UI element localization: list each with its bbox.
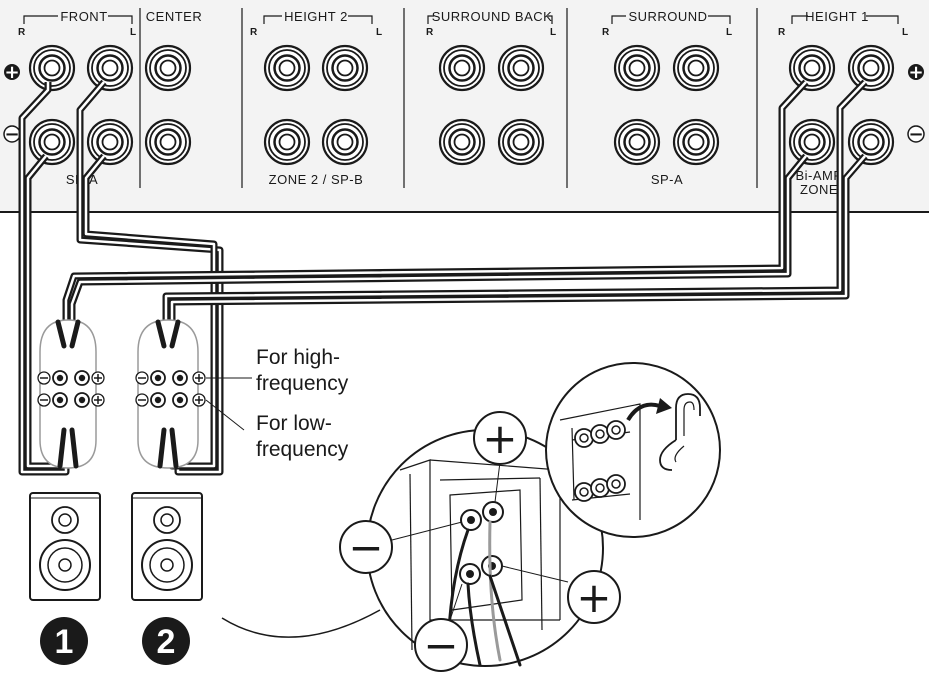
height2-l-letter: L: [376, 27, 382, 38]
speaker-1-badge: [40, 617, 88, 665]
speaker-1-icon: [29, 492, 101, 601]
speaker1-low-plus-post: [74, 392, 90, 408]
jumper-removal-inset: [545, 362, 721, 538]
surround-spa-label: SP-A: [651, 172, 683, 187]
height1-r-letter: R: [778, 27, 786, 38]
surround-back-l-plus-jack: [497, 44, 545, 92]
height2-r-plus-jack: [263, 44, 311, 92]
height1-r-minus-jack: [788, 118, 836, 166]
svg-text:−: −: [348, 523, 383, 572]
height2-r-letter: R: [250, 27, 258, 38]
section-front-label: FRONT: [60, 9, 107, 24]
surround-l-letter: L: [726, 27, 732, 38]
front-r-letter: R: [18, 27, 26, 38]
speaker-2-icon: [131, 492, 203, 601]
front-l-letter: L: [130, 27, 136, 38]
detail-minus-left-icon: [339, 520, 393, 574]
front-l-minus-jack: [86, 118, 134, 166]
svg-text:−: −: [4, 124, 19, 145]
low-frequency-note-line1: For low-: [256, 412, 332, 435]
section-height2-label: HEIGHT 2: [284, 9, 348, 24]
surround-back-r-letter: R: [426, 27, 434, 38]
panel-plus-right-icon: [908, 64, 924, 80]
speaker1-high-minus-post: [52, 370, 68, 386]
speaker2-high-minus-post: [150, 370, 166, 386]
receiver-rear-panel: [0, 0, 929, 213]
terminal-detail-magnifier: [221, 429, 604, 667]
height1-l-minus-jack: [847, 118, 895, 166]
svg-text:+: +: [576, 573, 611, 622]
surround-l-plus-jack: [672, 44, 720, 92]
svg-text:+: +: [908, 62, 923, 83]
panel-plus-left-icon: [4, 64, 20, 80]
surround-r-plus-jack: [613, 44, 661, 92]
speaker2-low-minus-post: [150, 392, 166, 408]
detail-plus-right-icon: [567, 570, 621, 624]
height1-l-plus-jack: [847, 44, 895, 92]
svg-text:−: −: [908, 124, 923, 145]
surround-back-l-letter: L: [550, 27, 556, 38]
svg-text:+: +: [482, 414, 517, 463]
speaker1-high-plus-post: [74, 370, 90, 386]
section-center-label: CENTER: [146, 9, 202, 24]
svg-text:+: +: [4, 62, 19, 83]
surround-r-minus-jack: [613, 118, 661, 166]
surround-r-letter: R: [602, 27, 610, 38]
section-surround-label: SURROUND: [628, 9, 707, 24]
biamp-label-line2: ZONE: [800, 182, 838, 197]
speaker2-low-plus-post: [172, 392, 188, 408]
surround-back-r-minus-jack: [438, 118, 486, 166]
speaker1-low-minus-post: [52, 392, 68, 408]
section-dividers: [139, 8, 758, 188]
low-frequency-note-line2: frequency: [256, 438, 349, 461]
section-height1-label: HEIGHT 1: [805, 9, 869, 24]
high-frequency-note-line1: For high-: [256, 346, 340, 369]
biamp-label-line1: Bi-AMP: [795, 168, 842, 183]
height2-l-plus-jack: [321, 44, 369, 92]
front-r-minus-jack: [28, 118, 76, 166]
detail-plus-top-icon: [473, 411, 527, 465]
height1-l-letter: L: [902, 27, 908, 38]
front-l-plus-jack: [86, 44, 134, 92]
panel-minus-right-icon: [907, 125, 925, 143]
height2-r-minus-jack: [263, 118, 311, 166]
center-minus-jack: [144, 118, 192, 166]
speaker2-terminal-plate: [135, 319, 206, 469]
zone2-spb-label: ZONE 2 / SP-B: [269, 172, 364, 187]
surround-back-l-minus-jack: [497, 118, 545, 166]
center-plus-jack: [144, 44, 192, 92]
speaker1-terminal-plate: [37, 319, 105, 469]
svg-text:−: −: [423, 621, 458, 670]
height1-r-plus-jack: [788, 44, 836, 92]
speaker2-high-plus-post: [172, 370, 188, 386]
speaker-1-number: 1: [55, 623, 74, 661]
surround-back-r-plus-jack: [438, 44, 486, 92]
surround-l-minus-jack: [672, 118, 720, 166]
front-r-plus-jack: [28, 44, 76, 92]
height2-l-minus-jack: [321, 118, 369, 166]
speaker-2-badge: [142, 617, 190, 665]
section-surround-back-label: SURROUND BACK: [432, 9, 553, 24]
low-frequency-leader: [205, 399, 245, 431]
speaker-2-number: 2: [157, 623, 176, 661]
high-frequency-note-line2: frequency: [256, 372, 349, 395]
detail-minus-bottom-icon: [414, 618, 468, 672]
